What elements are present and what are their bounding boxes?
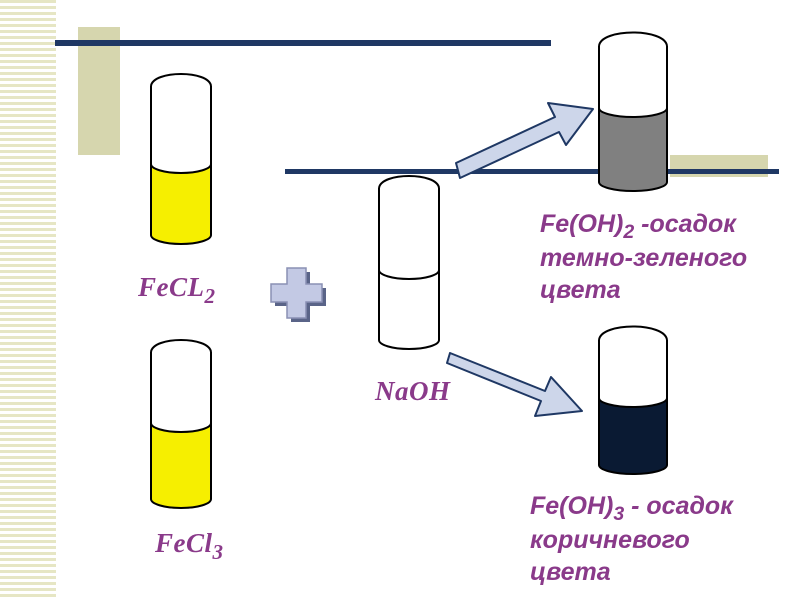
label-fecl2-subscript: 2 xyxy=(204,283,216,308)
label-fe-oh-3-line2: коричневого xyxy=(530,526,690,554)
test-tube-fecl3 xyxy=(150,339,212,509)
label-fe-oh-3-formula: Fe(OH) xyxy=(530,492,614,520)
left-striped-border xyxy=(0,0,56,600)
brown-precipitate xyxy=(599,398,667,474)
label-naoh: NaOH xyxy=(375,376,451,406)
label-fecl2: FeCL2 xyxy=(138,272,216,308)
label-fecl3: FeCl3 xyxy=(155,528,224,564)
label-fe-oh-3-subscript: 3 xyxy=(613,503,625,526)
yellow-solution xyxy=(151,423,211,508)
label-fe-oh-3-rest: - осадок xyxy=(624,492,733,520)
label-fe-oh-2-line3: цвета xyxy=(540,276,621,304)
test-tube-naoh xyxy=(378,175,440,350)
label-fecl3-subscript: 3 xyxy=(212,539,224,564)
yellow-solution xyxy=(151,164,211,244)
test-tube-fe-oh-2 xyxy=(598,31,668,192)
label-fe-oh-2: Fe(OH)2 -осадок темно-зеленого цвета xyxy=(540,208,747,306)
arrow-right-up-icon xyxy=(455,102,594,179)
arrow-right-down-icon xyxy=(446,352,583,417)
top-rule-line xyxy=(55,40,551,46)
label-fe-oh-3-line3: цвета xyxy=(530,558,611,586)
label-fe-oh-3-line1: Fe(OH)3 - осадок xyxy=(530,490,733,526)
plus-icon xyxy=(270,267,326,322)
label-fe-oh-3: Fe(OH)3 - осадок коричневого цвета xyxy=(530,490,733,588)
label-fe-oh-2-subscript: 2 xyxy=(623,221,635,244)
test-tube-fecl2 xyxy=(150,73,212,245)
label-fecl3-base: FeCl xyxy=(155,528,213,558)
label-fe-oh-2-line1: Fe(OH)2 -осадок xyxy=(540,208,747,244)
label-fe-oh-2-line2: темно-зеленого xyxy=(540,244,748,272)
dark-green-precipitate xyxy=(599,108,667,191)
accent-block-left xyxy=(78,27,120,155)
label-fe-oh-2-rest: -осадок xyxy=(634,210,736,238)
middle-rule-line xyxy=(285,169,779,174)
label-fecl2-base: FeCL xyxy=(138,272,205,302)
label-fe-oh-2-formula: Fe(OH) xyxy=(540,210,624,238)
test-tube-fe-oh-3 xyxy=(598,325,668,475)
